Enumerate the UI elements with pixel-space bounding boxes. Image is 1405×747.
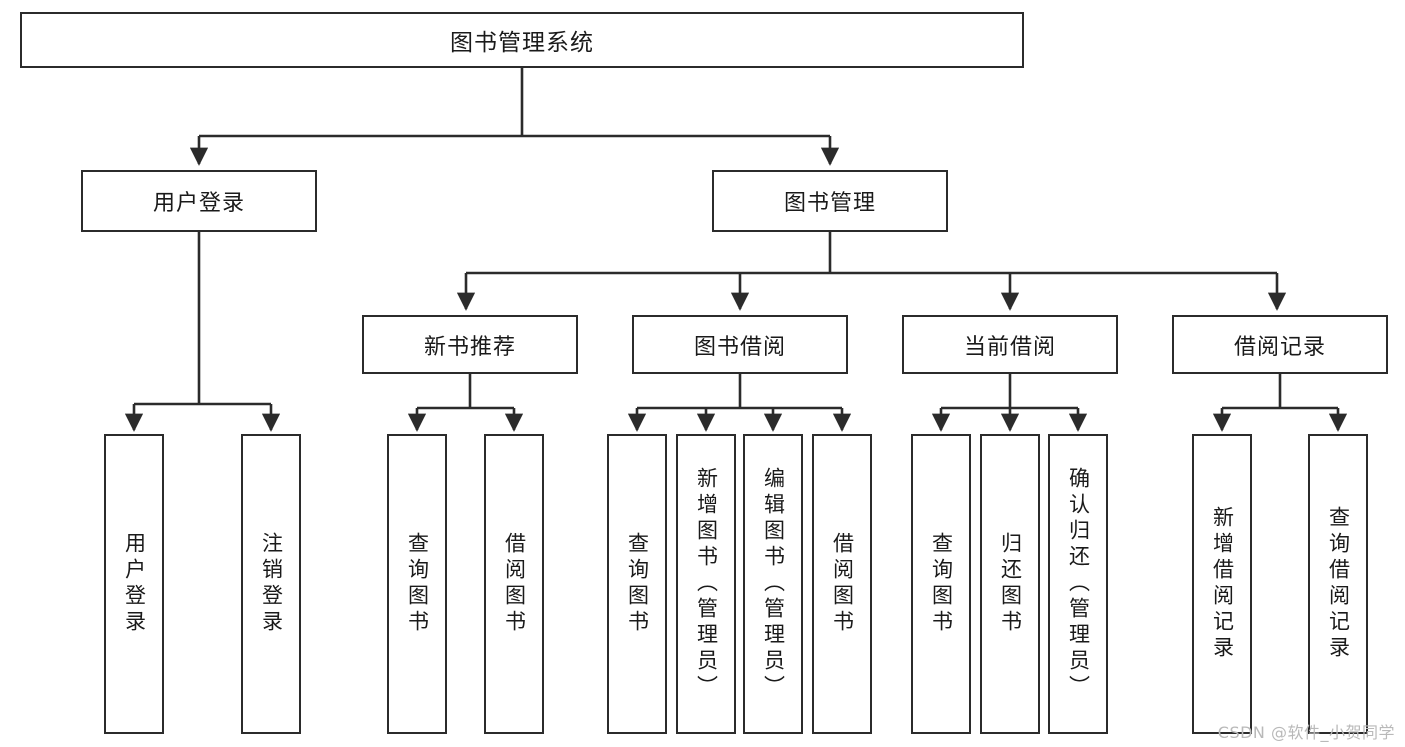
leaf-borrow-record-query[interactable]: 查询借阅记录 bbox=[1308, 434, 1368, 734]
leaf-book-borrow-query[interactable]: 查询图书 bbox=[607, 434, 667, 734]
node-root-library-system[interactable]: 图书管理系统 bbox=[20, 12, 1024, 68]
leaf-new-book-query[interactable]: 查询图书 bbox=[387, 434, 447, 734]
node-label: 查询图书 bbox=[405, 532, 430, 636]
leaf-book-borrow-edit[interactable]: 编辑图书（管理员） bbox=[743, 434, 803, 734]
node-label: 图书管理 bbox=[783, 191, 876, 216]
node-current-borrow[interactable]: 当前借阅 bbox=[902, 315, 1118, 374]
node-user-login[interactable]: 用户登录 bbox=[81, 170, 317, 232]
leaf-current-borrow-confirm-return[interactable]: 确认归还（管理员） bbox=[1048, 434, 1108, 734]
node-label: 用户登录 bbox=[122, 532, 147, 636]
node-label: 图书管理系统 bbox=[450, 30, 594, 56]
leaf-current-borrow-query[interactable]: 查询图书 bbox=[911, 434, 971, 734]
node-label: 新书推荐 bbox=[423, 334, 516, 360]
node-label: 查询图书 bbox=[929, 532, 954, 636]
node-label: 借阅图书 bbox=[830, 532, 855, 636]
node-label: 注销登录 bbox=[259, 532, 284, 636]
node-label: 借阅图书 bbox=[502, 532, 527, 636]
leaf-book-borrow-borrow[interactable]: 借阅图书 bbox=[812, 434, 872, 734]
node-label: 查询借阅记录 bbox=[1326, 506, 1351, 662]
leaf-new-book-borrow[interactable]: 借阅图书 bbox=[484, 434, 544, 734]
node-label: 当前借阅 bbox=[963, 334, 1056, 360]
leaf-borrow-record-add[interactable]: 新增借阅记录 bbox=[1192, 434, 1252, 734]
node-new-book-recommend[interactable]: 新书推荐 bbox=[362, 315, 578, 374]
node-label: 编辑图书（管理员） bbox=[761, 467, 786, 701]
node-label: 归还图书 bbox=[998, 532, 1023, 636]
node-label: 新增图书（管理员） bbox=[694, 467, 719, 701]
node-book-management[interactable]: 图书管理 bbox=[712, 170, 948, 232]
node-borrow-record[interactable]: 借阅记录 bbox=[1172, 315, 1388, 374]
leaf-user-login-login[interactable]: 用户登录 bbox=[104, 434, 164, 734]
watermark: CSDN @软件_小贺同学 bbox=[1217, 723, 1395, 742]
node-label: 新增借阅记录 bbox=[1210, 506, 1235, 662]
leaf-current-borrow-return[interactable]: 归还图书 bbox=[980, 434, 1040, 734]
node-label: 借阅记录 bbox=[1233, 334, 1326, 360]
node-book-borrow[interactable]: 图书借阅 bbox=[632, 315, 848, 374]
node-label: 查询图书 bbox=[625, 532, 650, 636]
leaf-user-login-logout[interactable]: 注销登录 bbox=[241, 434, 301, 734]
node-label: 图书借阅 bbox=[693, 334, 786, 360]
leaf-book-borrow-add[interactable]: 新增图书（管理员） bbox=[676, 434, 736, 734]
node-label: 确认归还（管理员） bbox=[1066, 467, 1091, 701]
node-label: 用户登录 bbox=[152, 191, 245, 216]
